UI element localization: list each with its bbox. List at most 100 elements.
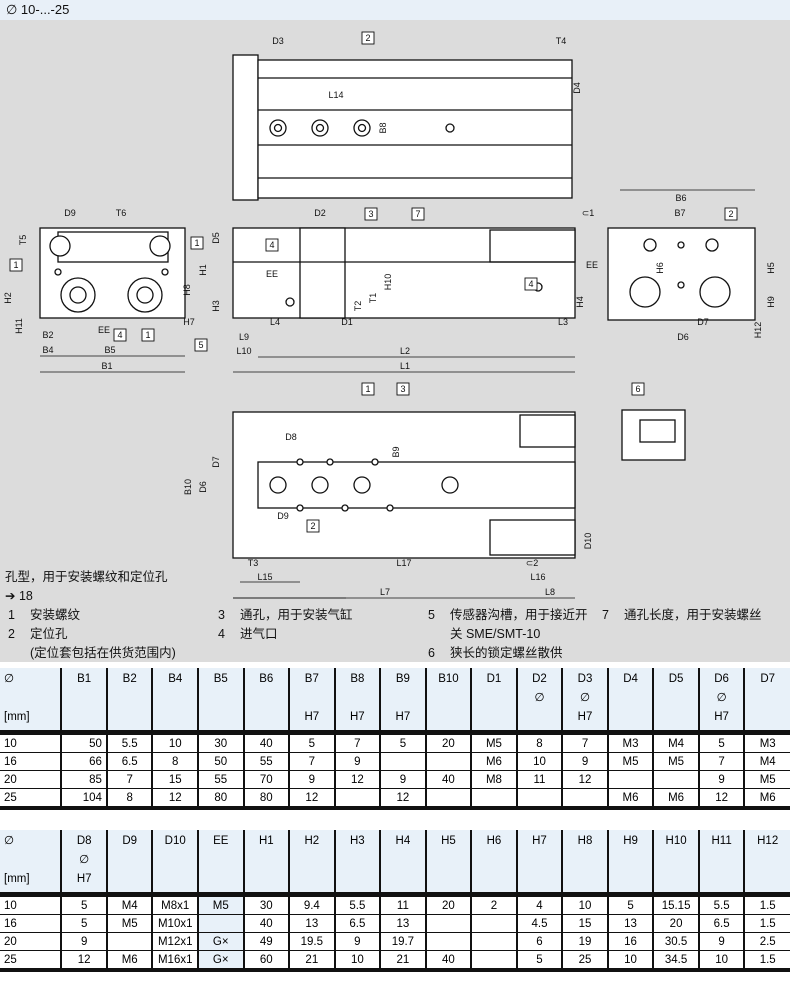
hole-pattern-note: 孔型，用于安装螺纹和定位孔 ➔ 18 (5, 568, 168, 606)
callout-box: 1 (361, 382, 375, 396)
dimension-label: H2 (3, 292, 13, 304)
dimension-label: D7 (697, 317, 709, 327)
table-cell (606, 770, 654, 789)
table-cell (470, 914, 517, 933)
table-cell: 2 (470, 894, 517, 915)
callout-number: 2 (728, 209, 733, 219)
table-cell: 8 (151, 752, 198, 771)
hole-pattern-ref[interactable]: ➔ 18 (5, 589, 33, 603)
dimension-label: T1 (368, 293, 378, 304)
table-cell: 9 (697, 770, 745, 789)
callout-box: 3 (396, 382, 410, 396)
table-cell: G× (197, 950, 244, 972)
column-header: H2 (288, 830, 335, 897)
table-cell: 40 (242, 732, 290, 753)
legend-text: 通孔，用于安装气缸 (240, 608, 353, 622)
table-cell: 9 (697, 932, 745, 951)
table-cell: 19 (561, 932, 608, 951)
table-cell: M8 (470, 770, 517, 789)
table-cell: 30.5 (652, 932, 699, 951)
column-header: B6 (242, 668, 290, 735)
table-cell: 30 (197, 732, 244, 753)
column-header: B2 (105, 668, 153, 735)
dimension-label: B4 (42, 345, 53, 355)
table-cell: 11 (379, 894, 426, 915)
callout-box: 1 (190, 236, 204, 250)
table-cell (379, 752, 426, 771)
table-cell: G× (197, 932, 244, 951)
dimension-label: H8 (182, 284, 192, 296)
table-cell: 9 (288, 770, 335, 789)
table-cell: 10 (515, 752, 563, 771)
callout-number: 4 (117, 330, 122, 340)
table-cell: 7 (288, 752, 335, 771)
dimension-label: B1 (101, 361, 112, 371)
dimension-label: T6 (116, 208, 127, 218)
dimension-label: B2 (42, 330, 53, 340)
row-size-cell: 16 (0, 752, 62, 771)
dimension-label: T3 (248, 558, 259, 568)
table-cell: 5 (288, 732, 335, 753)
table-cell: M16x1 (151, 950, 198, 972)
table-cell: M12x1 (151, 932, 198, 951)
callout-box: 4 (265, 238, 279, 252)
dimension-label: H1 (198, 264, 208, 276)
dimension-label: H5 (766, 262, 776, 274)
table-cell: 30 (242, 894, 290, 915)
table-cell: 15 (151, 770, 198, 789)
table-cell: 10 (151, 732, 198, 753)
detail-view-6 (621, 409, 686, 461)
table-cell: 5.5 (697, 894, 745, 915)
size-range-header: ∅ 10-...-25 (0, 0, 790, 20)
table-cell: M8x1 (151, 894, 198, 915)
table-cell: M5 (743, 770, 790, 789)
table-cell: 5 (515, 950, 563, 972)
table-cell: 10 (697, 950, 745, 972)
dimension-label: D9 (64, 208, 76, 218)
table-cell (515, 788, 563, 810)
table-cell: 1.5 (743, 894, 790, 915)
table-cell: M4 (652, 732, 699, 753)
dimension-label: H6 (655, 262, 665, 274)
table-cell: 9 (333, 932, 381, 951)
table-cell: M3 (606, 732, 654, 753)
table-cell: 49 (242, 932, 290, 951)
column-header: B5 (197, 668, 244, 735)
end-view-right (607, 227, 756, 321)
column-header: D4 (606, 668, 654, 735)
table-cell: 6.5 (333, 914, 381, 933)
table-cell: 6.5 (105, 752, 153, 771)
table-cell: M5 (606, 752, 654, 771)
table-cell: M4 (743, 752, 790, 771)
dimension-label: L7 (380, 587, 390, 597)
row-size-cell: 20 (0, 770, 62, 789)
dimension-label: D9 (277, 511, 289, 521)
dimension-label: EE (266, 269, 278, 279)
table-cell: 12 (697, 788, 745, 810)
table-cell: 5 (697, 732, 745, 753)
column-header: D8∅H7 (60, 830, 107, 897)
table-cell (652, 770, 699, 789)
table-cell: 40 (424, 950, 472, 972)
dimension-label: D10 (583, 533, 593, 550)
table-cell: 12 (60, 950, 107, 972)
table-cell (470, 950, 517, 972)
column-header: D5 (652, 668, 699, 735)
callout-number: 6 (635, 384, 640, 394)
column-header: H10 (652, 830, 699, 897)
table-cell: M10x1 (151, 914, 198, 933)
column-header: B10 (424, 668, 472, 735)
hole-pattern-title: 孔型，用于安装螺纹和定位孔 (5, 570, 168, 584)
legend-num: 2 (8, 627, 15, 641)
table-cell: 1.5 (743, 950, 790, 972)
table-cell: 12 (561, 770, 608, 789)
table-cell: 15 (561, 914, 608, 933)
callout-box: 1 (9, 258, 23, 272)
table-cell: 7 (697, 752, 745, 771)
table-cell: 50 (60, 732, 107, 753)
callout-number: 5 (198, 340, 203, 350)
